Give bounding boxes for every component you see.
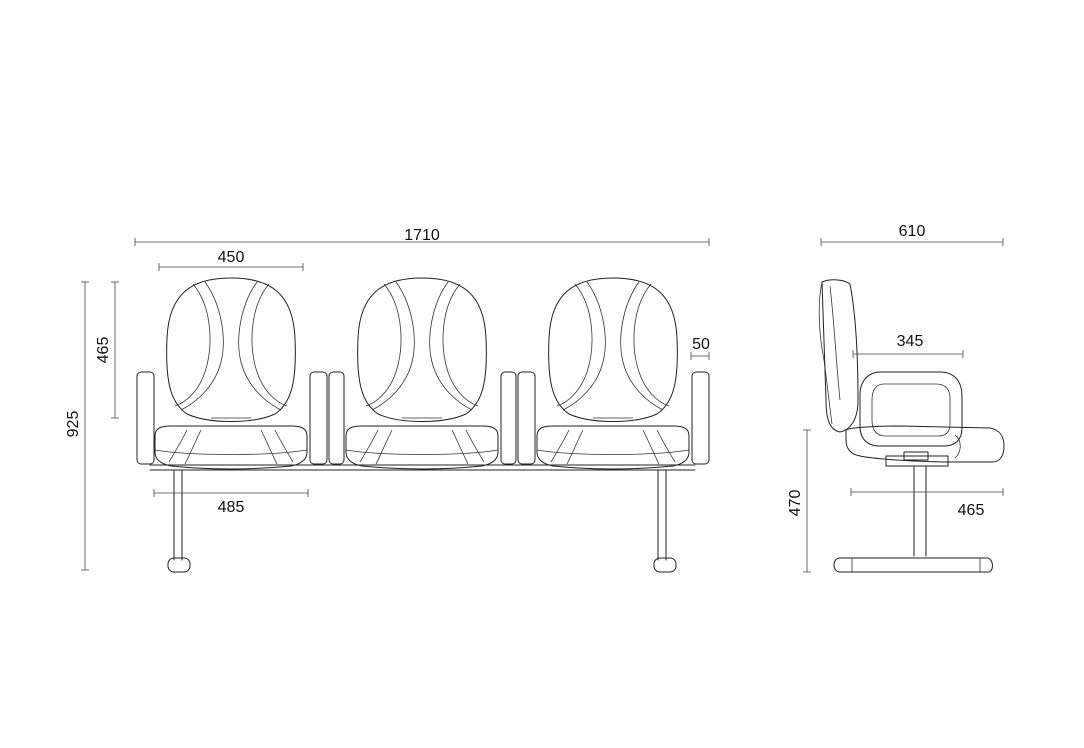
dimension-lines: 1710 450 465 925 485 50 610 345 470 465 xyxy=(65,223,1004,573)
dim-overall-height: 925 xyxy=(65,411,82,438)
side-seat xyxy=(845,425,1005,463)
dim-seat-width: 485 xyxy=(218,499,245,516)
side-armrest xyxy=(859,371,963,447)
side-post xyxy=(913,465,927,557)
dim-total-width: 1710 xyxy=(404,227,440,244)
dim-side-depth: 610 xyxy=(899,223,926,240)
side-foot xyxy=(833,557,993,573)
dim-side-arm-depth: 345 xyxy=(897,333,924,350)
seat-back xyxy=(548,277,678,422)
seat-back xyxy=(166,277,296,422)
side-backrest xyxy=(821,279,859,433)
seat-middle xyxy=(345,277,499,470)
dim-armrest-width: 50 xyxy=(692,336,710,353)
side-seat-mount xyxy=(885,455,949,467)
dim-side-seat-depth: 465 xyxy=(958,502,985,519)
front-view xyxy=(136,277,710,573)
armrests xyxy=(136,371,710,465)
dim-back-height: 465 xyxy=(95,337,112,364)
dim-seat-back-width: 450 xyxy=(218,249,245,266)
seat-cushion xyxy=(536,425,690,470)
base-frame xyxy=(149,464,696,573)
seat-right xyxy=(536,277,690,470)
seat-cushion xyxy=(345,425,499,470)
dim-seat-height: 470 xyxy=(787,490,804,517)
side-view xyxy=(818,279,1005,573)
seat-left xyxy=(154,277,308,470)
seat-cushion xyxy=(154,425,308,470)
seat-back xyxy=(357,277,487,422)
